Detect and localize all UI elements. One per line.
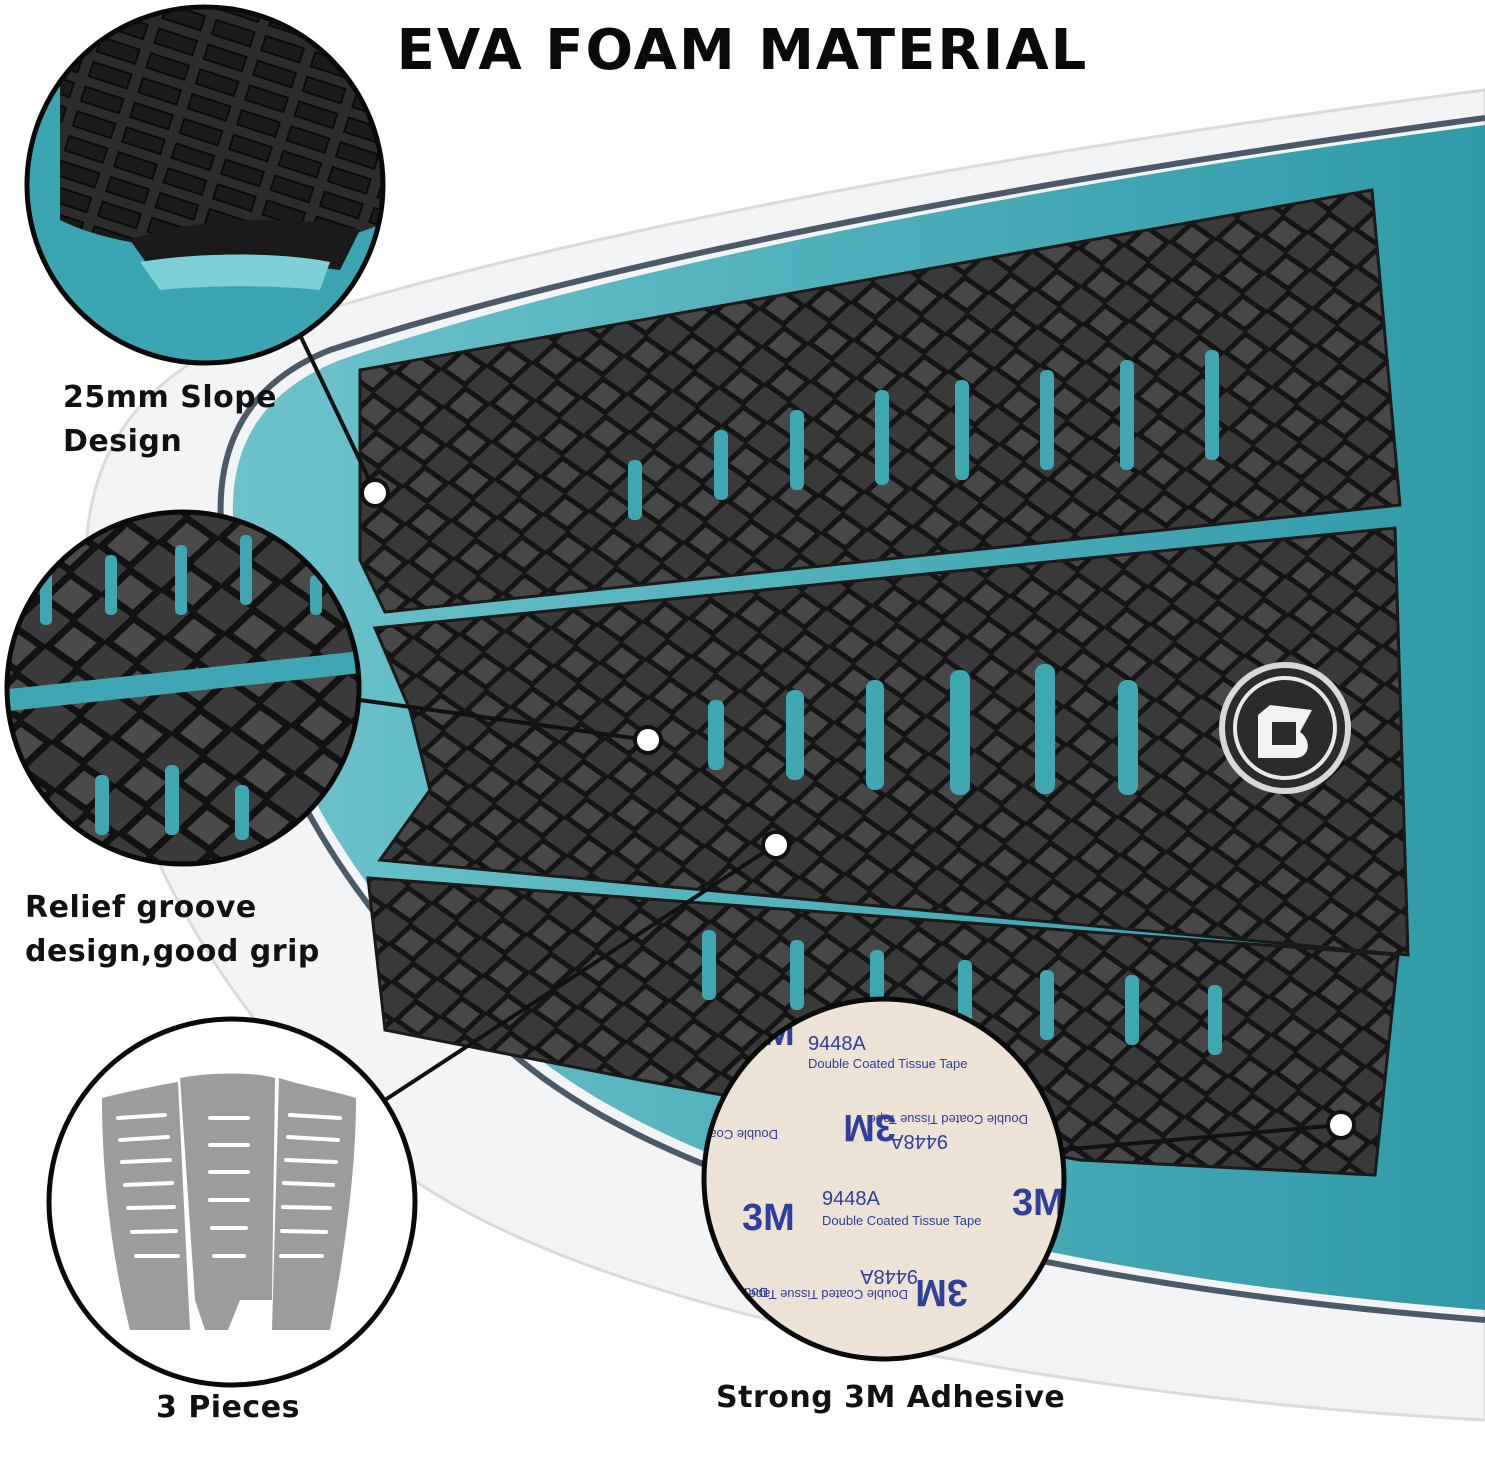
relief-grooves (628, 350, 1222, 1055)
zoom-circle-groove (4, 509, 362, 867)
callout-groove-label: Relief groove design,good grip (25, 890, 320, 969)
svg-text:9448A: 9448A (890, 1130, 948, 1152)
callout-pieces-label: 3 Pieces (156, 1390, 300, 1425)
page-title: EVA FOAM MATERIAL (396, 18, 1089, 83)
svg-text:9448A: 9448A (808, 1033, 866, 1055)
svg-text:Double Coated Tissue Tape: Double Coated Tissue Tape (822, 1213, 981, 1228)
zoom-circle-slope (24, 4, 386, 366)
svg-text:3M: 3M (915, 1271, 968, 1313)
svg-text:3M: 3M (1012, 1182, 1065, 1224)
callout-lines (298, 334, 1341, 1152)
svg-text:9448A: 9448A (822, 1188, 880, 1210)
svg-text:Double Coated Tissue Tape: Double Coated Tissue Tape (808, 1056, 967, 1071)
callout-adhesive-label: Strong 3M Adhesive (716, 1380, 1066, 1415)
callout-dots (360, 478, 1356, 1140)
zoom-circle-adhesive: 9448A Double Coated Tissue Tape 3M 3M 94… (619, 996, 1067, 1362)
callout-slope-label: 25mm Slope Design (63, 380, 278, 459)
svg-text:9448A: 9448A (860, 1265, 918, 1287)
svg-text:3M: 3M (843, 1106, 896, 1148)
brand-logo-icon (1219, 662, 1351, 794)
svg-text:Double Coated Tissue Tape: Double Coated Tissue Tape (619, 1127, 778, 1142)
pad-middle (372, 526, 1410, 957)
zoom-circle-pieces (46, 1016, 418, 1388)
svg-text:Double Coated Tissue Tape: Double Coated Tissue Tape (869, 1112, 1028, 1127)
svg-text:Double Coated Tissue Tape: Double Coated Tissue Tape (749, 1287, 908, 1302)
svg-text:3M: 3M (742, 1197, 795, 1239)
